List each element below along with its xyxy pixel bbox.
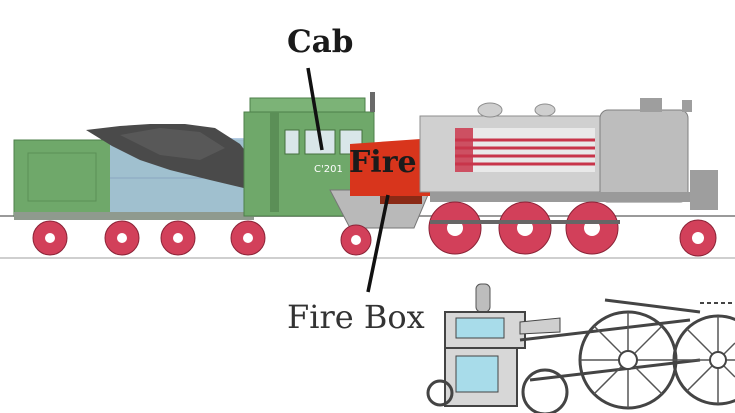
fire-label: Fire <box>349 145 417 180</box>
cab-label: Cab <box>287 24 354 60</box>
wheels <box>32 201 717 257</box>
cab <box>243 92 375 217</box>
firebox-leader-line <box>366 194 390 293</box>
valve-gear-inset <box>426 282 735 413</box>
tender <box>13 124 254 220</box>
fire-box-label: Fire Box <box>287 298 425 336</box>
boiler <box>419 98 718 210</box>
cab-leader-line <box>306 67 324 151</box>
firebox <box>329 138 435 229</box>
locomotive-number: C'201 <box>314 164 343 175</box>
